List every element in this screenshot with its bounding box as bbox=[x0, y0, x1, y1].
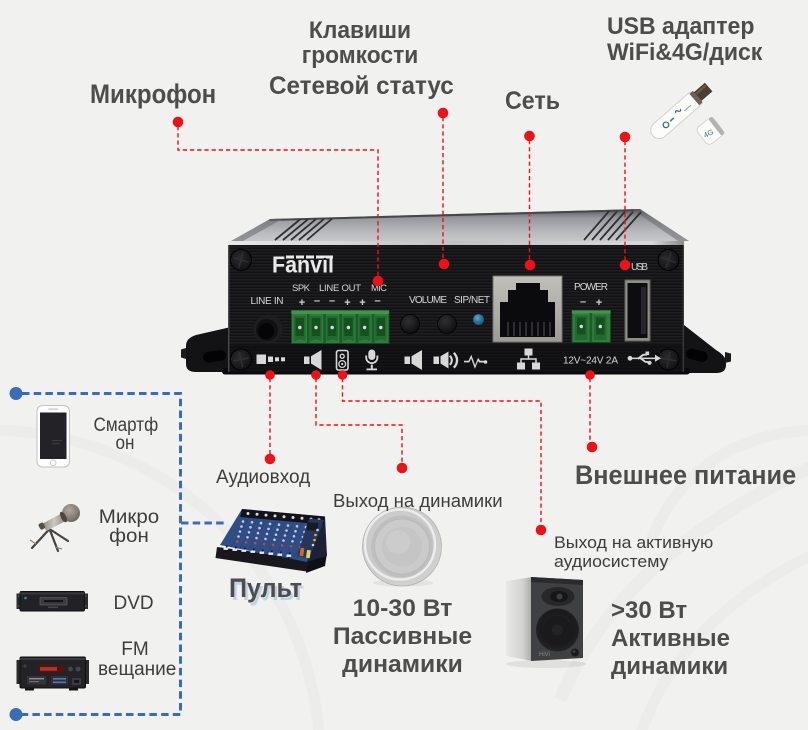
svg-text:HiVi: HiVi bbox=[539, 652, 550, 658]
svg-text:–: – bbox=[329, 295, 335, 307]
svg-text:Fanvil: Fanvil bbox=[272, 252, 334, 278]
svg-text:USB: USB bbox=[631, 262, 648, 273]
svg-text:+: + bbox=[596, 297, 602, 309]
svg-text:12V~24V 2A: 12V~24V 2A bbox=[563, 356, 618, 367]
svg-text:–: – bbox=[580, 296, 586, 308]
svg-text:POWER: POWER bbox=[574, 282, 608, 293]
svg-text:LINE IN: LINE IN bbox=[251, 296, 284, 307]
svg-text:+: + bbox=[344, 297, 350, 309]
svg-text:MIC: MIC bbox=[371, 283, 387, 294]
svg-text:SPK: SPK bbox=[292, 283, 311, 294]
svg-text:–: – bbox=[314, 295, 320, 307]
svg-text:SIP/NET: SIP/NET bbox=[454, 295, 490, 306]
svg-text:VOLUME: VOLUME bbox=[409, 295, 447, 306]
svg-text:+: + bbox=[299, 297, 305, 309]
svg-text:–: – bbox=[374, 295, 380, 307]
svg-text:+: + bbox=[359, 297, 365, 309]
svg-text:4G: 4G bbox=[702, 127, 715, 140]
svg-text:LINE OUT: LINE OUT bbox=[319, 283, 361, 294]
